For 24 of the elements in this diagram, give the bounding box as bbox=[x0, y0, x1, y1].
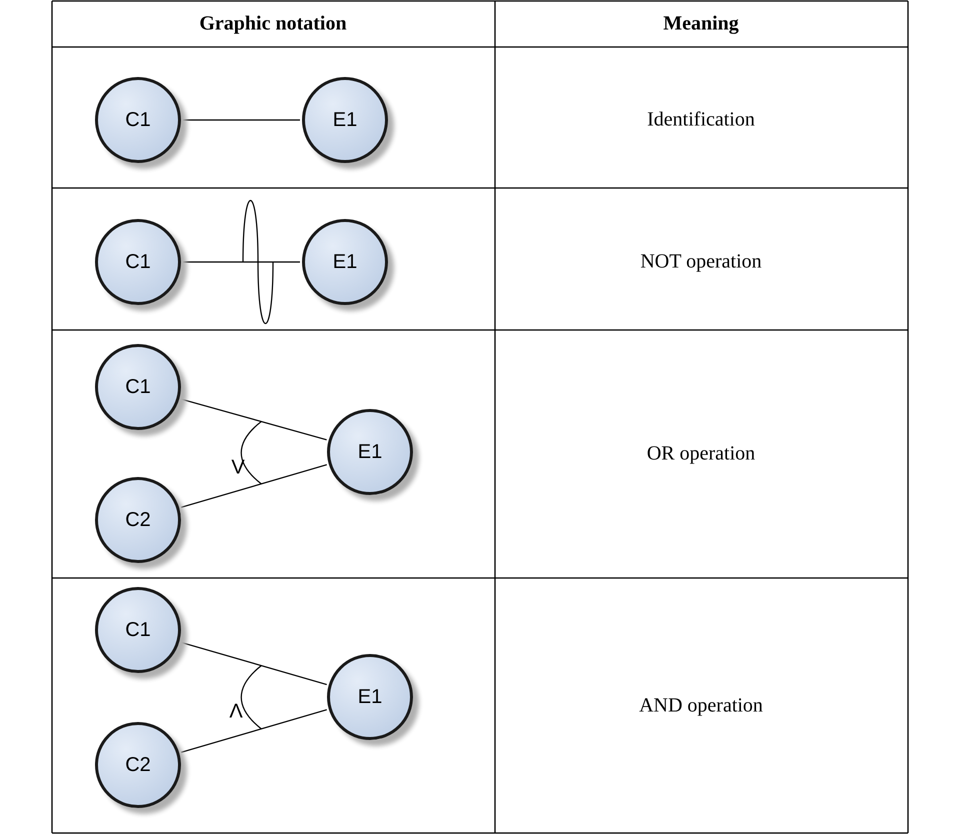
circle-node: C2 bbox=[95, 722, 181, 808]
column-header: Meaning bbox=[663, 12, 739, 36]
meaning-text: OR operation bbox=[646, 442, 756, 466]
connector-line bbox=[181, 398, 327, 440]
operator-symbol: V bbox=[231, 456, 245, 480]
circle-node: C1 bbox=[95, 77, 181, 163]
circle-node: E1 bbox=[302, 219, 388, 305]
meaning-text: NOT operation bbox=[640, 250, 762, 274]
circle-node: C2 bbox=[95, 477, 181, 563]
meaning-text: AND operation bbox=[639, 694, 763, 718]
circle-node: C1 bbox=[95, 219, 181, 305]
meaning-text: Identification bbox=[647, 108, 755, 132]
connector-line bbox=[181, 709, 327, 753]
connector-line bbox=[181, 642, 327, 686]
circle-node: C1 bbox=[95, 344, 181, 430]
column-header: Graphic notation bbox=[199, 12, 347, 36]
connector-line bbox=[183, 261, 300, 263]
circle-node: E1 bbox=[327, 409, 413, 495]
connector-line bbox=[181, 464, 327, 508]
circle-node: C1 bbox=[95, 587, 181, 673]
circle-node: E1 bbox=[327, 654, 413, 740]
connector-line bbox=[183, 119, 300, 121]
circle-node: E1 bbox=[302, 77, 388, 163]
operator-symbol: Λ bbox=[229, 700, 243, 724]
